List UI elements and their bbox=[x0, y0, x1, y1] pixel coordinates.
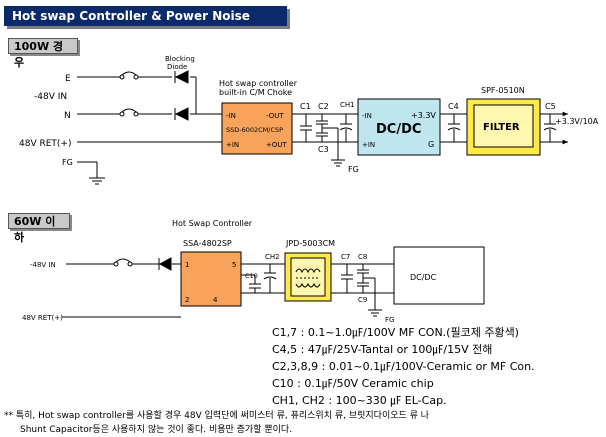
spf-filter-inner bbox=[473, 104, 534, 148]
dc-pin-in-pos: +IN bbox=[362, 141, 375, 149]
pin-in-pos: +IN bbox=[226, 141, 239, 149]
spec-line-2: C4,5 : 47㎌/25V-Tantal or 100㎌/15V 전해 bbox=[272, 343, 493, 356]
footnote-line-1: ** 특히, Hot swap controller를 사용할 경우 48V 입… bbox=[4, 411, 430, 421]
dc-pin-g: G bbox=[428, 140, 434, 149]
dc-pin-out: +3.3V bbox=[411, 111, 436, 120]
hot-swap-controller-block bbox=[221, 102, 293, 155]
jpd-filter-inner bbox=[290, 257, 326, 297]
label-ch2: CH2 bbox=[265, 253, 280, 261]
label-output: +3.3V/10A bbox=[555, 117, 599, 126]
section2-circuit bbox=[62, 263, 394, 318]
label-c5: C5 bbox=[545, 102, 556, 111]
blocking-diode-n bbox=[174, 107, 189, 121]
ssa-controller-block bbox=[180, 251, 242, 307]
label-blocking: Blocking bbox=[165, 55, 195, 63]
label-fg-2: FG bbox=[385, 316, 394, 324]
label-e: E bbox=[65, 74, 71, 84]
jpd-part: JPD-5003CM bbox=[285, 239, 335, 248]
spec-line-1: C1,7 : 0.1~1.0㎌/100V MF CON.(필코제 주황색) bbox=[272, 326, 519, 339]
label-fg2: FG bbox=[348, 165, 359, 174]
blocking-diode-e bbox=[174, 70, 189, 84]
ssa-part: SSA-4802SP bbox=[183, 239, 232, 248]
filter-label: FILTER bbox=[483, 122, 520, 133]
label-ret-2: 48V RET(+) bbox=[22, 314, 63, 322]
pin-in-neg: -IN bbox=[226, 112, 236, 120]
pin-out-neg: -OUT bbox=[266, 112, 284, 120]
spf-part: SPF-0510N bbox=[481, 86, 525, 95]
label-n: N bbox=[64, 111, 71, 121]
ssd-part: SSD-6002CM/CSP bbox=[226, 126, 283, 134]
label-c8: C8 bbox=[358, 253, 367, 261]
label-diode: Diode bbox=[167, 63, 187, 71]
footnote-line-2: Shunt Capacitor등은 사용하지 않는 것이 좋다. 비용만 증가할… bbox=[20, 425, 293, 435]
pin-5: 5 bbox=[232, 261, 236, 269]
section-60w-tag: 60W 이하 bbox=[8, 213, 70, 244]
label-c2: C2 bbox=[318, 102, 329, 111]
label-fg: FG bbox=[62, 158, 73, 167]
label-c10: C10 bbox=[245, 272, 258, 280]
spec-line-5: CH1, CH2 : 100~330 ㎌ EL-Cap. bbox=[272, 394, 447, 407]
dcdc-label-2: DC/DC bbox=[410, 273, 437, 282]
label-ch1: CH1 bbox=[340, 101, 355, 109]
dcdc-block-1 bbox=[357, 98, 441, 156]
label-hsc: Hot Swap Controller bbox=[172, 219, 253, 228]
choke-symbol bbox=[295, 268, 321, 288]
label-c1: C1 bbox=[300, 102, 311, 111]
label-neg48in-2: -48V IN bbox=[30, 261, 56, 269]
dc-pin-in-neg: -IN bbox=[362, 112, 372, 120]
label-c3: C3 bbox=[318, 145, 329, 154]
fuse-60w bbox=[113, 258, 133, 267]
fuse-n bbox=[119, 108, 139, 117]
fuse-e bbox=[119, 71, 139, 80]
dcdc-label-1: DC/DC bbox=[376, 122, 421, 137]
label-neg48in: -48V IN bbox=[34, 92, 67, 102]
pin-1: 1 bbox=[185, 261, 189, 269]
pin-out-pos: +OUT bbox=[266, 141, 287, 149]
label-hs1: Hot swap controller bbox=[219, 79, 298, 88]
label-ret: 48V RET(+) bbox=[19, 139, 71, 149]
dcdc-block-2 bbox=[393, 246, 485, 305]
pin-4: 4 bbox=[213, 296, 218, 304]
label-c9: C9 bbox=[358, 296, 367, 304]
spec-line-3: C2,3,8,9 : 0.01~0.1㎌/100V-Ceramic or MF … bbox=[272, 360, 535, 373]
section-100w-tag: 100W 경우 bbox=[8, 38, 78, 69]
pin-2: 2 bbox=[185, 296, 189, 304]
section1-circuit bbox=[77, 76, 568, 185]
diode-60w bbox=[158, 257, 172, 271]
spec-line-4: C10 : 0.1㎌/50V Ceramic chip bbox=[272, 377, 434, 390]
label-c7: C7 bbox=[341, 253, 350, 261]
label-hs2: built-in C/M Choke bbox=[219, 88, 292, 97]
label-c4: C4 bbox=[448, 102, 459, 111]
